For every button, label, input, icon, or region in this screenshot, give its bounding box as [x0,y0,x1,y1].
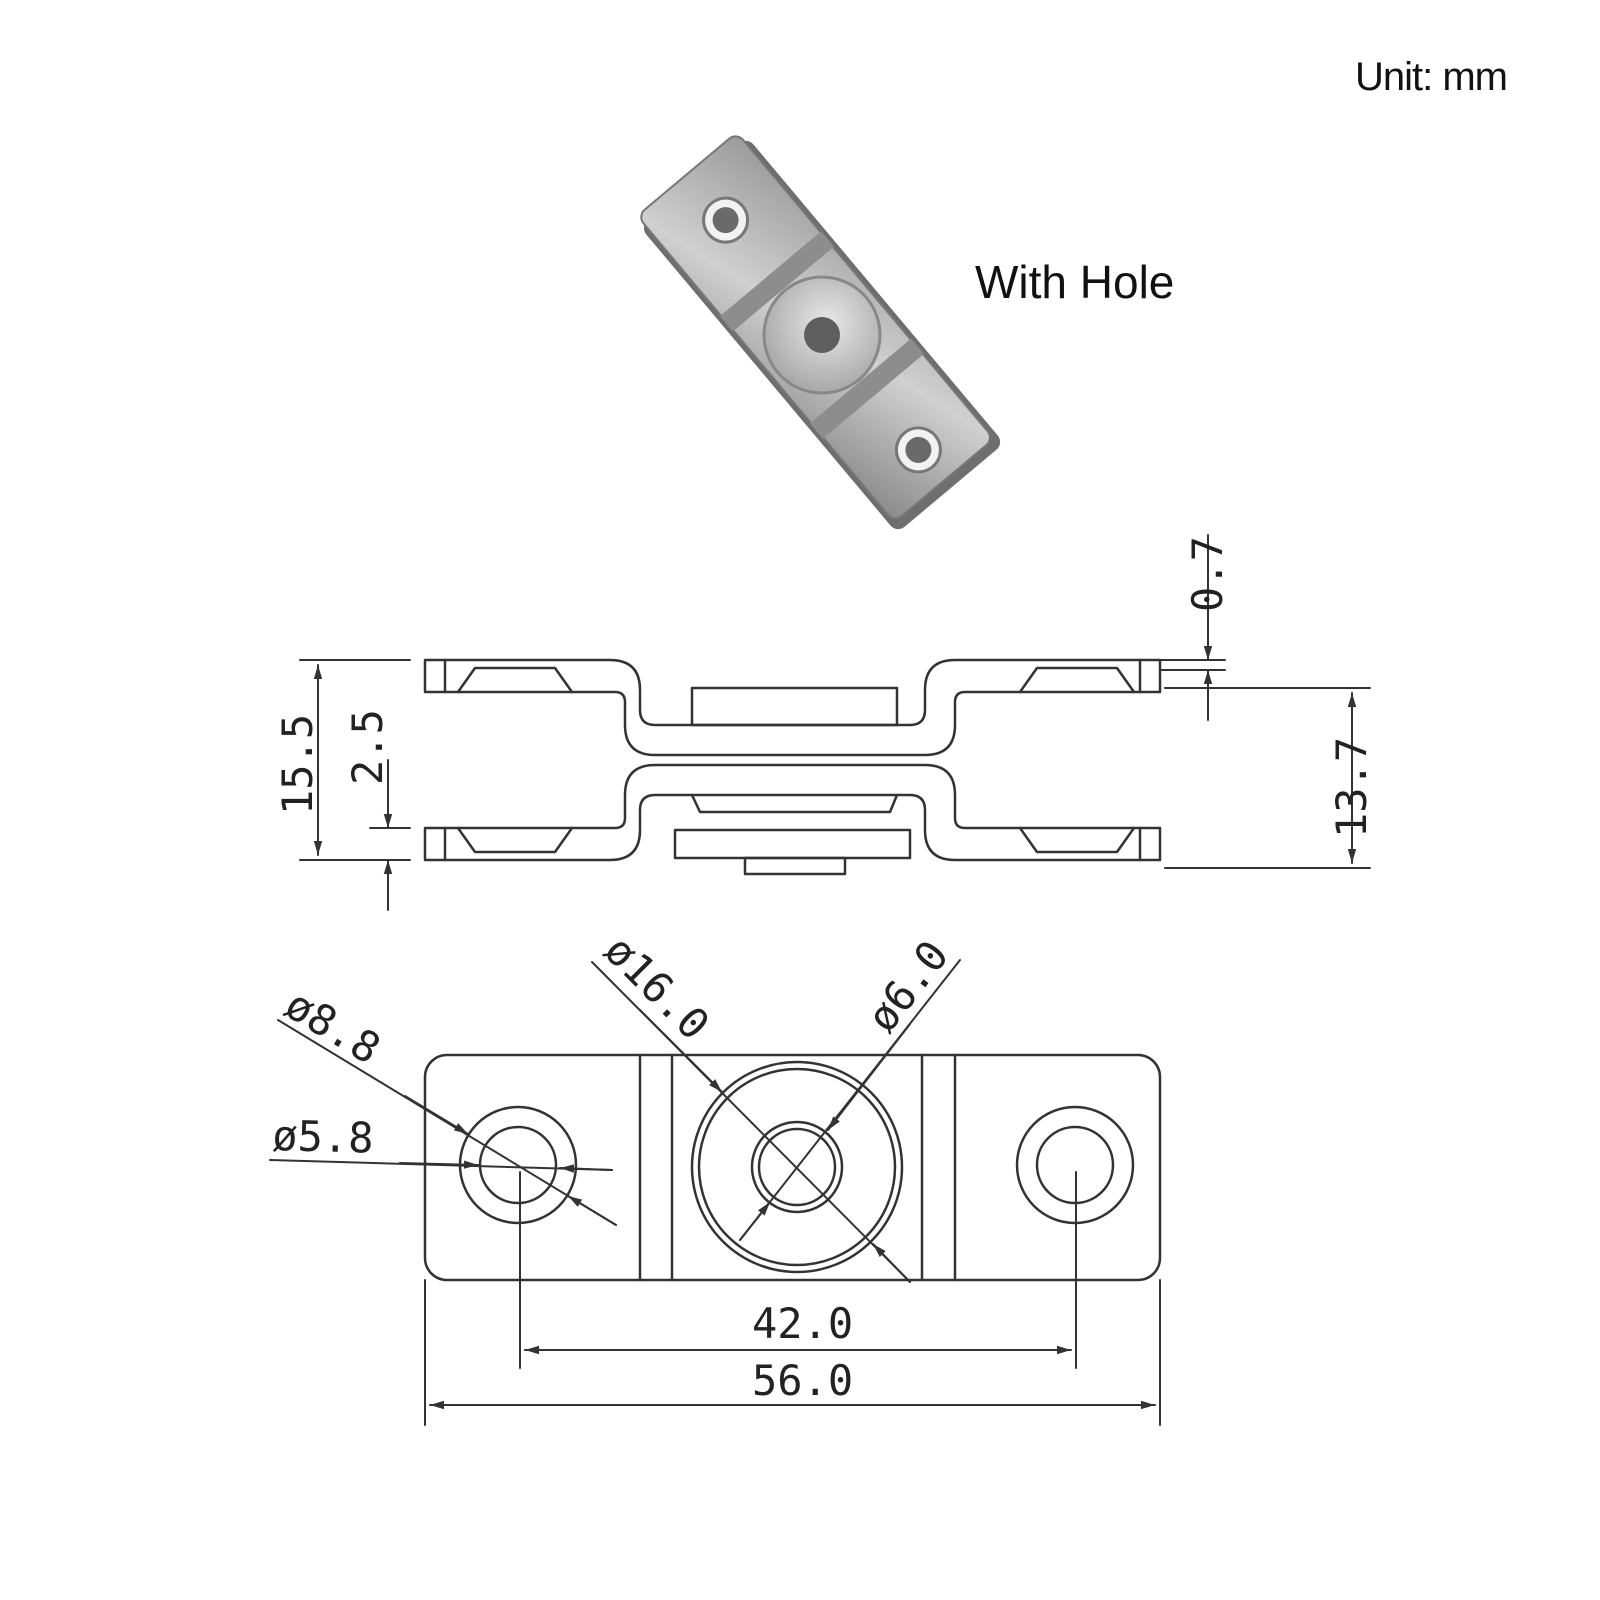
unit-label: Unit: mm [1355,55,1508,99]
dim-outer-hole-dia: ø8.8 [277,980,389,1074]
dim-hole-spacing: 42.0 [752,1299,853,1348]
dim-inner-hole-dia: ø5.8 [272,1111,374,1163]
dim-total-length: 56.0 [752,1356,853,1405]
side-view [423,658,1162,876]
top-view-dimensions [269,959,1161,1426]
dim-center-hole-dia: ø6.0 [857,931,958,1041]
dimension-labels: 0.7 15.5 2.5 13.7 ø8.8 ø5.8 ø16.0 ø6.0 4… [272,536,1376,1405]
dim-washer-dia: ø16.0 [595,925,719,1049]
variant-label: With Hole [975,256,1175,308]
dim-gap: 2.5 [343,709,392,785]
dim-inner-height: 13.7 [1327,737,1376,838]
dim-total-height: 15.5 [273,714,322,815]
top-view [423,1053,1162,1282]
product-photo [640,135,1001,530]
side-view-dimensions [299,534,1371,911]
dim-thickness: 0.7 [1183,536,1232,612]
